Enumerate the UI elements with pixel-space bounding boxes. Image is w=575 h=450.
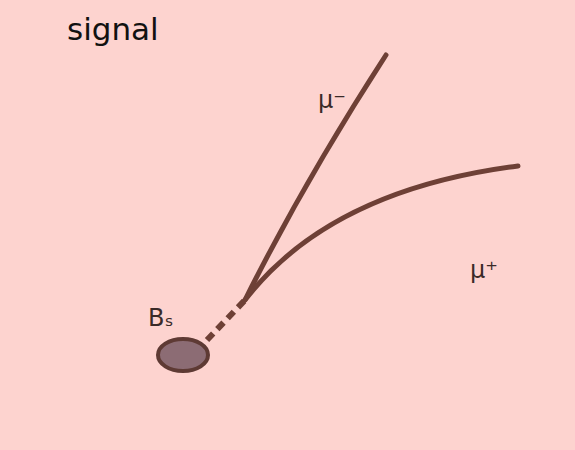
particle-label: μ⁺ <box>470 258 498 282</box>
bs-flight-path <box>207 300 245 340</box>
muon-plus-track <box>245 166 518 300</box>
particle-label: μ⁻ <box>318 88 346 112</box>
muon-minus-track <box>245 55 386 300</box>
panel-title: signal <box>67 14 159 45</box>
bs-vertex <box>158 339 208 371</box>
particle-label: Bₛ <box>148 306 173 330</box>
